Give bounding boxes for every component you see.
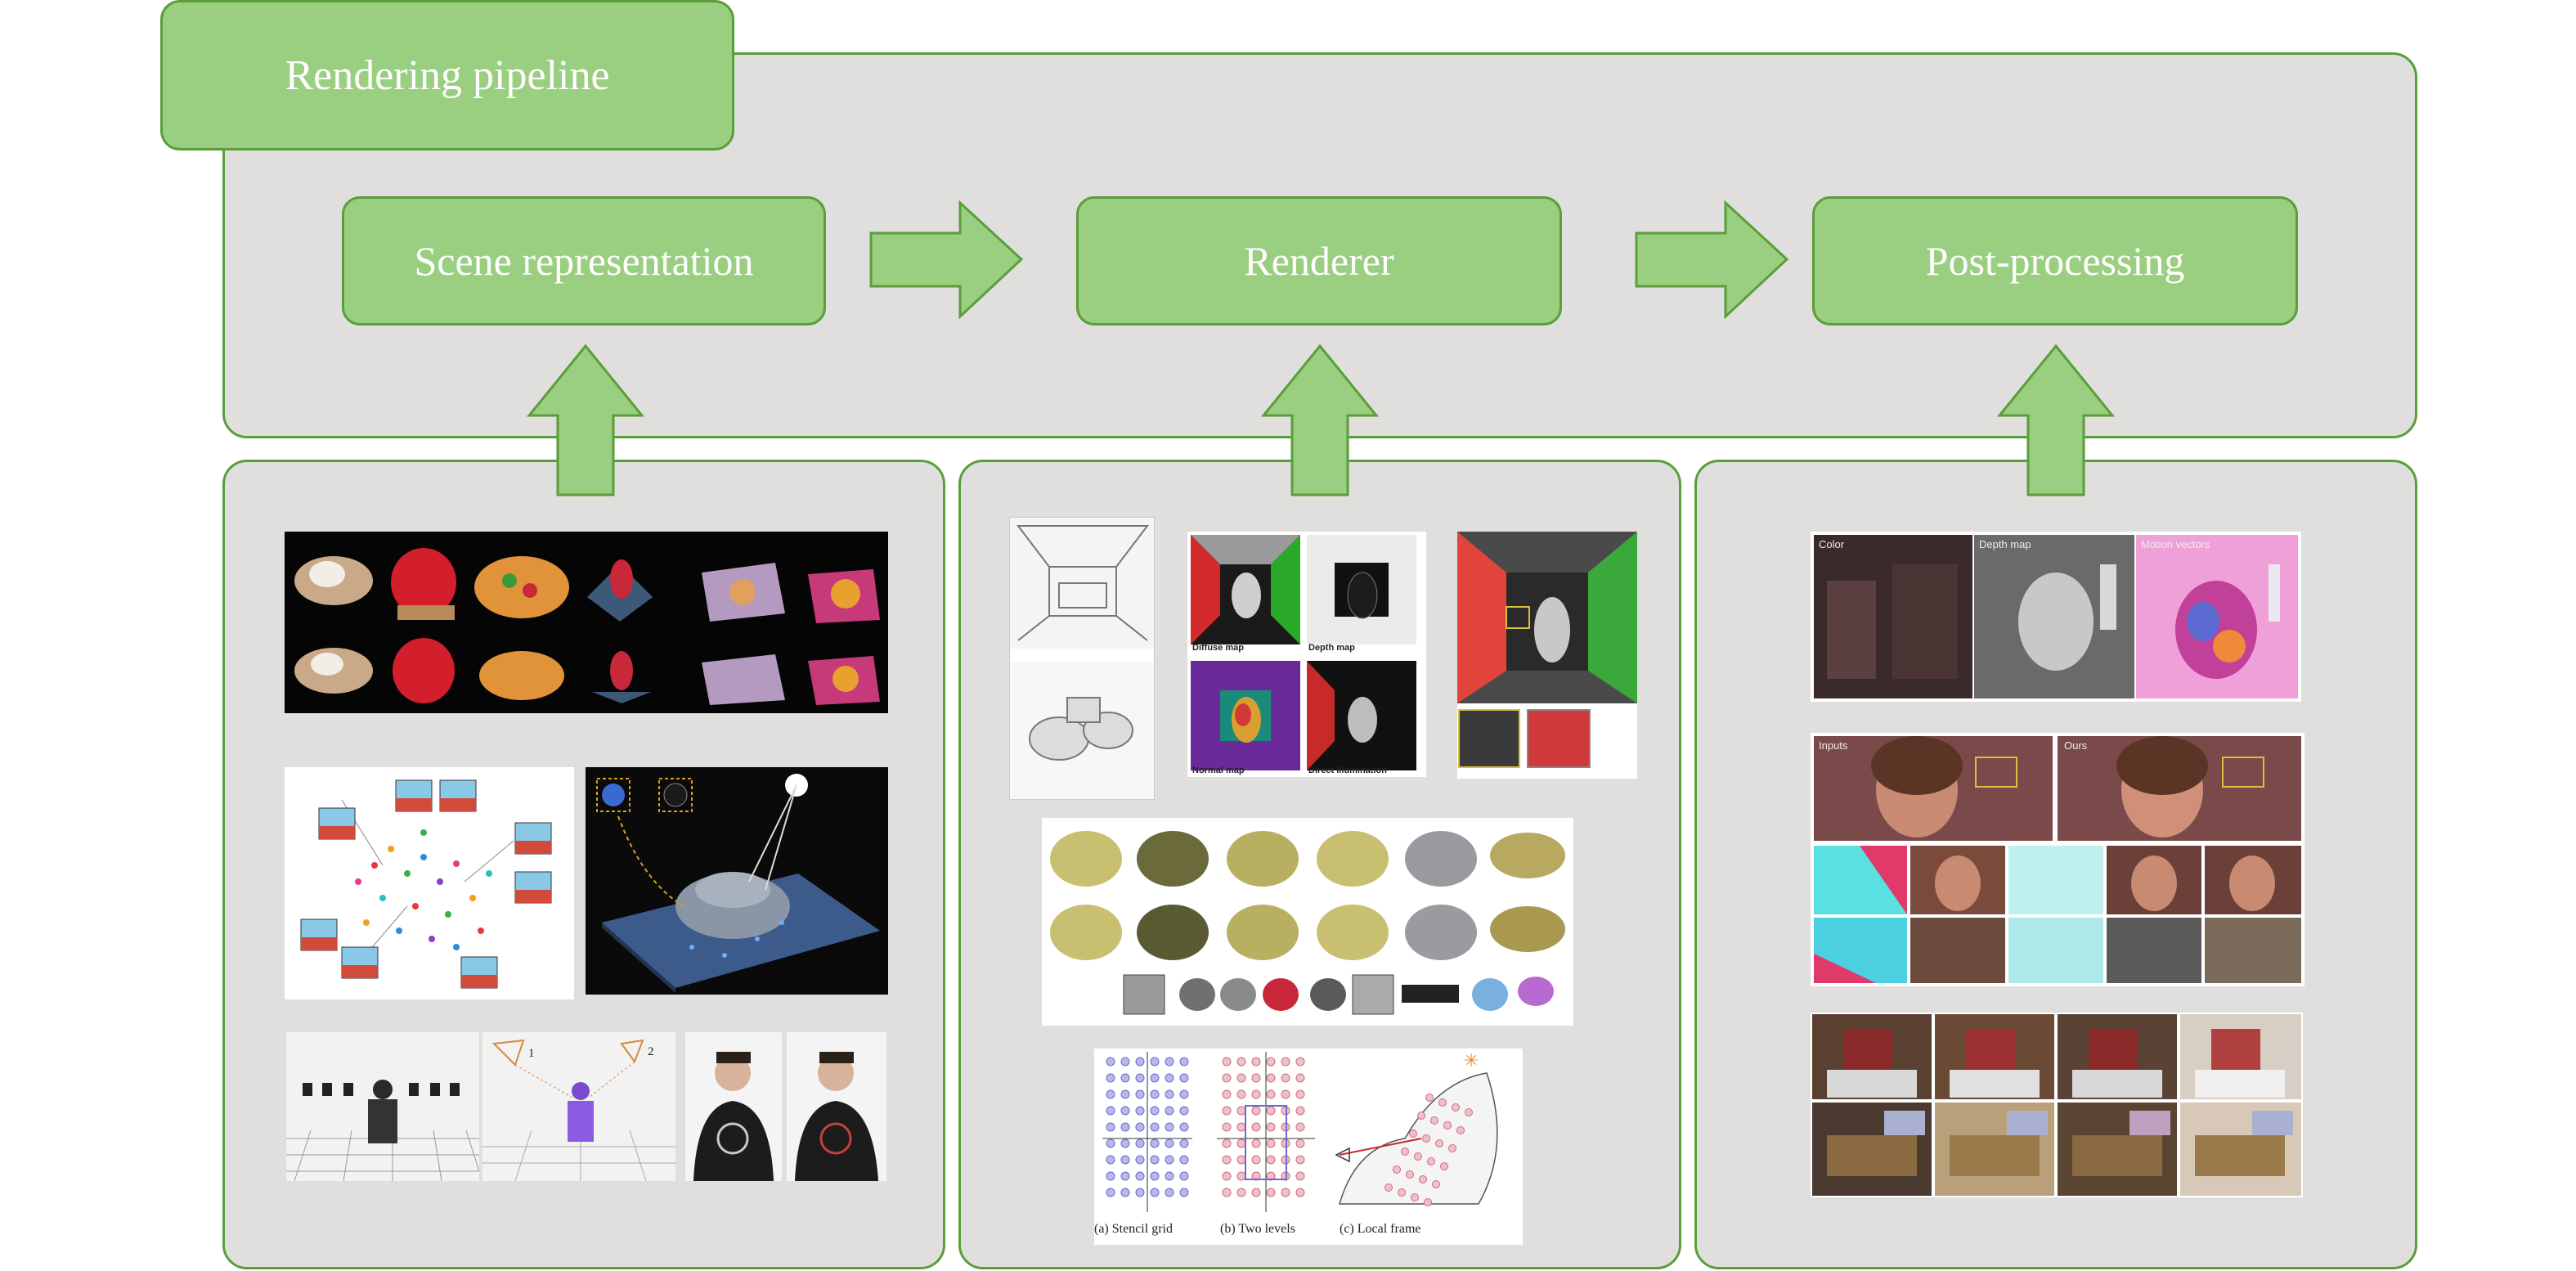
up-arrow-icon [1261, 344, 1379, 496]
diffuse-map-caption: Diffuse map [1192, 643, 1244, 653]
motion-vectors-caption: Motion vectors [2141, 538, 2210, 550]
interior-renders-figure [1811, 1013, 2303, 1197]
material-bunnies-figure [1042, 818, 1573, 1026]
right-arrow-icon [1635, 200, 1789, 319]
stage-renderer-label: Renderer [1244, 238, 1394, 284]
postproc-comparison-figure: Inputs Ours [1811, 733, 2304, 986]
pipeline-title-text: Rendering pipeline [285, 52, 610, 99]
direct-illumination-caption: Direct illumination [1308, 766, 1387, 775]
depth-map-caption: Depth map [1308, 643, 1355, 653]
inputs-caption: Inputs [1819, 739, 1848, 752]
gbuffer-maps-figure: Diffuse map Depth map Normal map Direct … [1187, 532, 1426, 777]
svg-text:✳: ✳ [1464, 1051, 1479, 1071]
light-field-points-figure [285, 767, 574, 999]
color-caption: Color [1819, 538, 1845, 550]
multiview-capture-figure [286, 1032, 479, 1181]
person-render-2 [787, 1032, 886, 1181]
normal-map-caption: Normal map [1192, 766, 1245, 775]
postproc-buffers-figure: Color Depth map Motion vectors [1811, 532, 2301, 702]
camera-label-1: 1 [528, 1047, 535, 1060]
local-frame-caption: (c) Local frame [1340, 1222, 1421, 1236]
ours-caption: Ours [2064, 739, 2088, 752]
stage-renderer: Renderer [1076, 196, 1562, 326]
person-render-1 [685, 1032, 782, 1181]
depth-map-caption: Depth map [1979, 538, 2031, 550]
reconstructed-objects-figure [285, 532, 888, 713]
stencil-grid-figure: ✳ (a) Stencil grid (b) Two levels (c) Lo… [1094, 1049, 1523, 1245]
multiview-camera-figure: 1 2 [482, 1032, 675, 1181]
pipeline-title: Rendering pipeline [160, 0, 734, 150]
up-arrow-icon [527, 344, 644, 496]
stage-post-processing: Post-processing [1812, 196, 2298, 326]
stage-post-processing-label: Post-processing [1925, 238, 2185, 284]
room-sketch-figure [1009, 517, 1155, 800]
stage-scene-representation: Scene representation [342, 196, 826, 326]
right-arrow-icon [869, 200, 1024, 319]
two-levels-caption: (b) Two levels [1220, 1222, 1295, 1236]
teapot-lighting-figure [586, 767, 888, 995]
stencil-grid-caption: (a) Stencil grid [1094, 1222, 1173, 1236]
up-arrow-icon [1997, 344, 2115, 496]
stage-scene-representation-label: Scene representation [414, 238, 754, 284]
camera-label-2: 2 [648, 1045, 654, 1058]
global-illumination-figure [1457, 532, 1637, 779]
